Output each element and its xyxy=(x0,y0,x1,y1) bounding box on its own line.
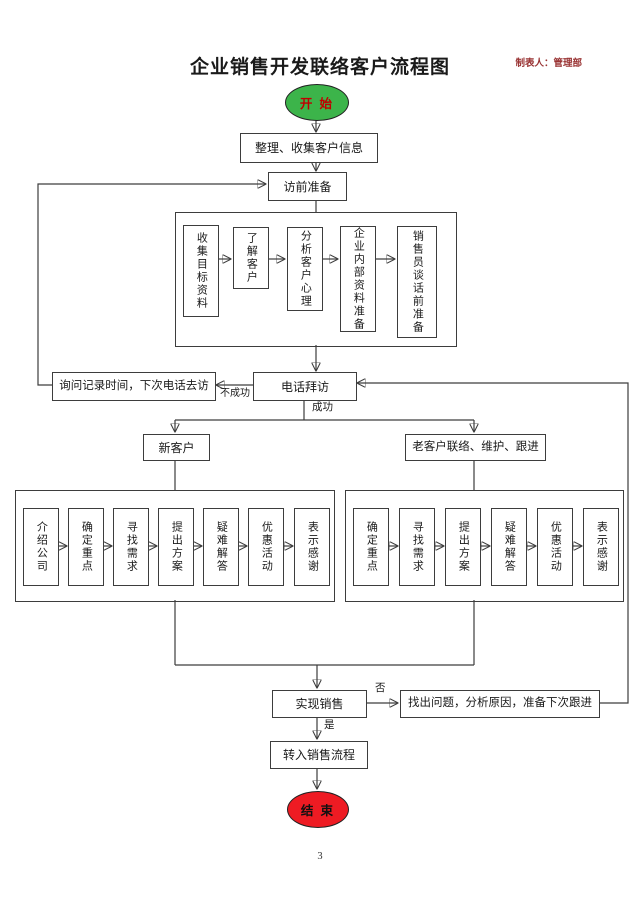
node-prep-step: 企业内部资料准备 xyxy=(340,226,376,332)
node-realize-sale: 实现销售 xyxy=(272,690,367,718)
node-old-step: 提出方案 xyxy=(445,508,481,586)
node-old-step: 寻找需求 xyxy=(399,508,435,586)
node-old-step: 优惠活动 xyxy=(537,508,573,586)
node-prep-step: 销售员谈话前准备 xyxy=(397,226,437,338)
node-old-step: 表示感谢 xyxy=(583,508,619,586)
node-ask-record: 询问记录时间，下次电话去访 xyxy=(52,372,216,401)
old-customer-group-box xyxy=(345,490,624,602)
node-new-customer: 新客户 xyxy=(143,434,210,461)
page-title: 企业销售开发联络客户流程图 xyxy=(189,57,450,78)
label-success: 成功 xyxy=(311,402,334,414)
node-old-customer: 老客户联络、维护、跟进 xyxy=(405,434,546,461)
node-new-step: 表示感谢 xyxy=(294,508,330,586)
node-prep-step: 收集目标资料 xyxy=(183,225,219,317)
node-pre-visit: 访前准备 xyxy=(268,172,347,201)
node-new-step: 确定重点 xyxy=(68,508,104,586)
author-label: 制表人：管理部 xyxy=(515,59,582,69)
node-new-step: 提出方案 xyxy=(158,508,194,586)
node-phone-visit: 电话拜访 xyxy=(253,372,357,401)
prep-group-box xyxy=(175,212,457,347)
node-new-step: 介绍公司 xyxy=(23,508,59,586)
node-new-step: 寻找需求 xyxy=(113,508,149,586)
node-find-problem: 找出问题，分析原因，准备下次跟进 xyxy=(400,690,600,718)
node-prep-step: 了解客户 xyxy=(233,227,269,289)
node-old-step: 疑难解答 xyxy=(491,508,527,586)
node-prep-step: 分析客户心理 xyxy=(287,227,323,311)
page-number: 3 xyxy=(317,851,323,862)
label-fail: 不成功 xyxy=(219,388,251,399)
label-no: 否 xyxy=(374,683,387,695)
new-customer-group-box xyxy=(15,490,335,602)
node-collect-info: 整理、收集客户信息 xyxy=(240,133,378,163)
node-new-step: 优惠活动 xyxy=(248,508,284,586)
node-old-step: 确定重点 xyxy=(353,508,389,586)
node-new-step: 疑难解答 xyxy=(203,508,239,586)
node-to-sales-process: 转入销售流程 xyxy=(270,741,368,769)
label-yes: 是 xyxy=(323,720,336,732)
node-start: 开 始 xyxy=(285,84,349,121)
node-end: 结 束 xyxy=(287,791,349,828)
